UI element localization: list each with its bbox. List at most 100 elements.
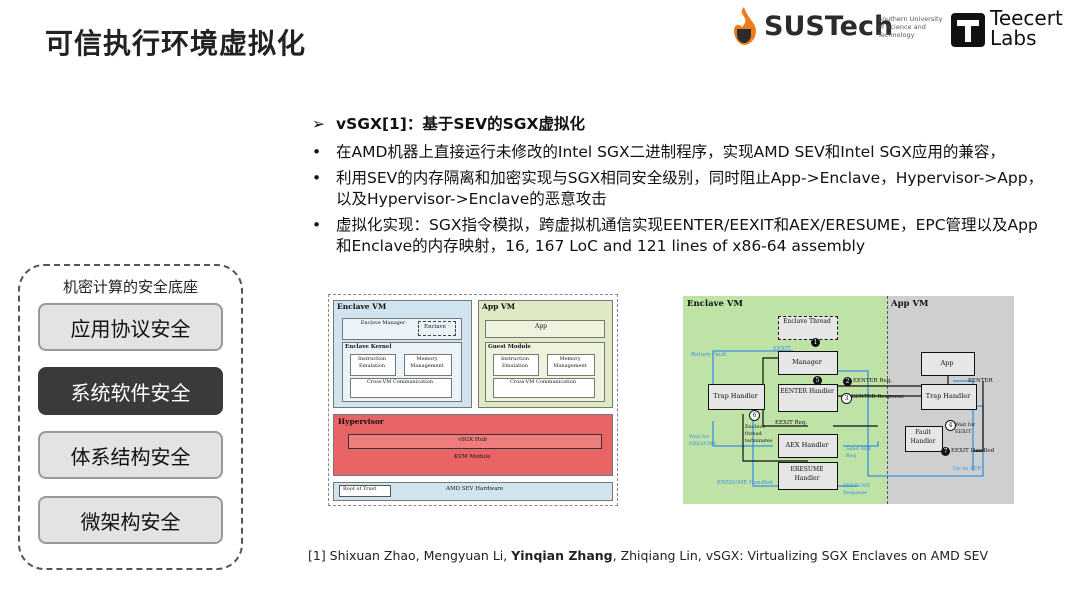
trap-handler-label: Trap Handler (713, 392, 758, 400)
enclave-kernel-label: Enclave Kernel (345, 344, 392, 350)
bullet-dot-icon: • (312, 216, 322, 234)
vsgx-hub-box (348, 434, 602, 449)
app-label: App (535, 323, 548, 330)
fault-handler-label: Fault Handler (910, 429, 936, 445)
vsgx-architecture-figure: Enclave VM Enclave Manager Enclave Encla… (328, 294, 618, 506)
aex-handler-box (778, 434, 838, 458)
step-4-marker: 4 (945, 420, 956, 431)
teecert-wordmark: Teecert Labs (990, 6, 1063, 50)
cross-vm-label: Cross-VM Communication (367, 379, 433, 385)
instr-emu-label-2: Instruction Emulation (500, 356, 530, 369)
vsgx-flow-figure: Enclave VM App VM Enclave Thread Manager… (683, 296, 1014, 504)
instr-emu-label: Instruction Emulation (357, 356, 387, 369)
guest-module-label: Guest Module (488, 344, 531, 350)
sidebar-item-system-software[interactable]: 系统软件安全 (38, 367, 223, 415)
page-title: 可信执行环境虚拟化 (45, 27, 307, 60)
sidebar-item-microarchitecture[interactable]: 微架构安全 (38, 496, 223, 544)
flow-app-box (921, 352, 975, 376)
eexit-req-label: EEXIT Req. (775, 420, 808, 426)
instr-emu-box-2 (493, 354, 539, 376)
mem-mgmt-label-2: Memory Management (553, 356, 587, 369)
reference-prefix: [1] Shixuan Zhao, Mengyuan Li, (308, 548, 512, 563)
heading-text: vSGX[1]：基于SEV的SGX虚拟化 (336, 115, 585, 133)
manager-label: Manager (792, 358, 822, 366)
flow-app-label: App (940, 359, 954, 367)
bullet-text: 在AMD机器上直接运行未修改的Intel SGX二进制程序，实现AMD SEV和… (336, 143, 1005, 161)
root-of-trust-label: Root of Trust (343, 486, 377, 492)
sidebar-item-architecture[interactable]: 体系结构安全 (38, 431, 223, 479)
teecert-logo: Teecert Labs (950, 8, 1070, 52)
eresume-handled-label: ERESUME Handled (717, 480, 773, 486)
figure-frame (328, 294, 618, 506)
enclave-manager-label: Enclave Manager (360, 320, 406, 326)
step-3-marker: 3 (841, 393, 852, 404)
eenter-label: EENTER (968, 378, 993, 384)
reference-citation: [1] Shixuan Zhao, Mengyuan Li, Yinqian Z… (308, 548, 988, 563)
eenter-req-label: EENTER Req. (853, 378, 893, 384)
app-box (485, 320, 605, 338)
enclave-app-row (342, 318, 462, 340)
hardware-box (333, 482, 613, 501)
hypervisor-label: Hypervisor (338, 417, 384, 426)
step-1-marker: 1 (811, 338, 820, 347)
flow-trap-handler-label: Trap Handler (925, 392, 971, 400)
bullet-dot-icon: • (312, 169, 322, 187)
flow-trap-handler-box (921, 384, 977, 410)
sustech-logo: SUSTech Southern University of Science a… (726, 5, 942, 47)
kvm-module-label: KVM Module (454, 454, 491, 460)
sustech-subtitle: Southern University of Science and Techn… (878, 15, 943, 39)
eenter-handler-box (778, 384, 838, 412)
sustech-flame-icon (734, 7, 756, 45)
cross-vm-label-2: Cross-VM Communication (510, 379, 576, 385)
bullet-item: • 在AMD机器上直接运行未修改的Intel SGX二进制程序，实现AMD SE… (308, 142, 1048, 163)
step-5-marker: 5 (813, 376, 822, 385)
sidebar-title: 机密计算的安全底座 (62, 278, 198, 296)
wait-for-eresume-label: Wait for ERESUME (689, 434, 717, 447)
eresume-handler-box (778, 462, 838, 490)
return-fault-label: Return Fault (691, 352, 727, 358)
enclave-label: Enclave (424, 324, 447, 330)
enclave-box (418, 321, 456, 336)
cross-vm-box (350, 378, 452, 398)
enclave-vm-label: Enclave VM (337, 302, 387, 311)
teecert-t-icon (951, 13, 985, 47)
flow-enclave-vm-label: Enclave VM (687, 299, 743, 309)
bullet-text: 利用SEV的内存隔离和加密实现与SGX相同安全级别，同时阻止App->Encla… (336, 169, 1044, 208)
bullet-dot-icon: • (312, 143, 322, 161)
sidebar-frame (18, 264, 243, 570)
instr-emu-box (350, 354, 396, 376)
vsgx-hub-label: vSGX Hub (458, 437, 487, 443)
eenter-response-label: EENTER Response (851, 394, 905, 400)
flow-app-vm-label: App VM (891, 299, 929, 309)
step-6-marker: 6 (749, 410, 760, 421)
content-heading: ➢ vSGX[1]：基于SEV的SGX虚拟化 (308, 114, 1048, 135)
wait-for-eexit-label: Wait for EEXIT (955, 422, 976, 435)
trap-handler-box (708, 384, 765, 410)
bullet-text: 虚拟化实现：SGX指令模拟，跨虚拟机通信实现EENTER/EEXIT和AEX/E… (336, 216, 1038, 255)
sustech-wordmark: SUSTech (764, 11, 894, 42)
eenter-handler-label: EENTER Handler (780, 388, 834, 395)
reference-bold-author: Yinqian Zhang (511, 548, 613, 563)
mem-mgmt-box-2 (547, 354, 595, 376)
step-7-marker: 7 (941, 447, 950, 456)
eexit-handled-label: EEXIT Handled (951, 448, 995, 454)
eexit-label: EEXIT (773, 346, 791, 352)
cross-vm-box-2 (493, 378, 595, 398)
arrow-marker-icon: ➢ (312, 115, 325, 133)
fault-handler-box (905, 426, 943, 452)
aex-handler-label: AEX Handler (785, 441, 829, 449)
go-to-aep-label: Go to AEP (953, 466, 982, 472)
manager-box (778, 351, 838, 375)
mem-mgmt-label: Memory Management (410, 356, 444, 369)
eresume-handler-label: ERESUME Handler (790, 466, 824, 482)
content-bullets: ➢ vSGX[1]：基于SEV的SGX虚拟化 • 在AMD机器上直接运行未修改的… (308, 114, 1048, 262)
send-aex-req-label: Send AEX Req (846, 446, 872, 459)
step-2-marker: 2 (843, 377, 852, 386)
sidebar-item-app-protocol[interactable]: 应用协议安全 (38, 303, 223, 351)
enclave-thread-terminates-label: Enclave thread terminates (745, 424, 773, 444)
bullet-item: • 虚拟化实现：SGX指令模拟，跨虚拟机通信实现EENTER/EEXIT和AEX… (308, 215, 1048, 257)
root-of-trust-box (339, 485, 391, 497)
enclave-thread-box (778, 316, 838, 340)
reference-suffix: , Zhiqiang Lin, vSGX: Virtualizing SGX E… (612, 548, 989, 563)
app-vm-label: App VM (482, 302, 516, 311)
